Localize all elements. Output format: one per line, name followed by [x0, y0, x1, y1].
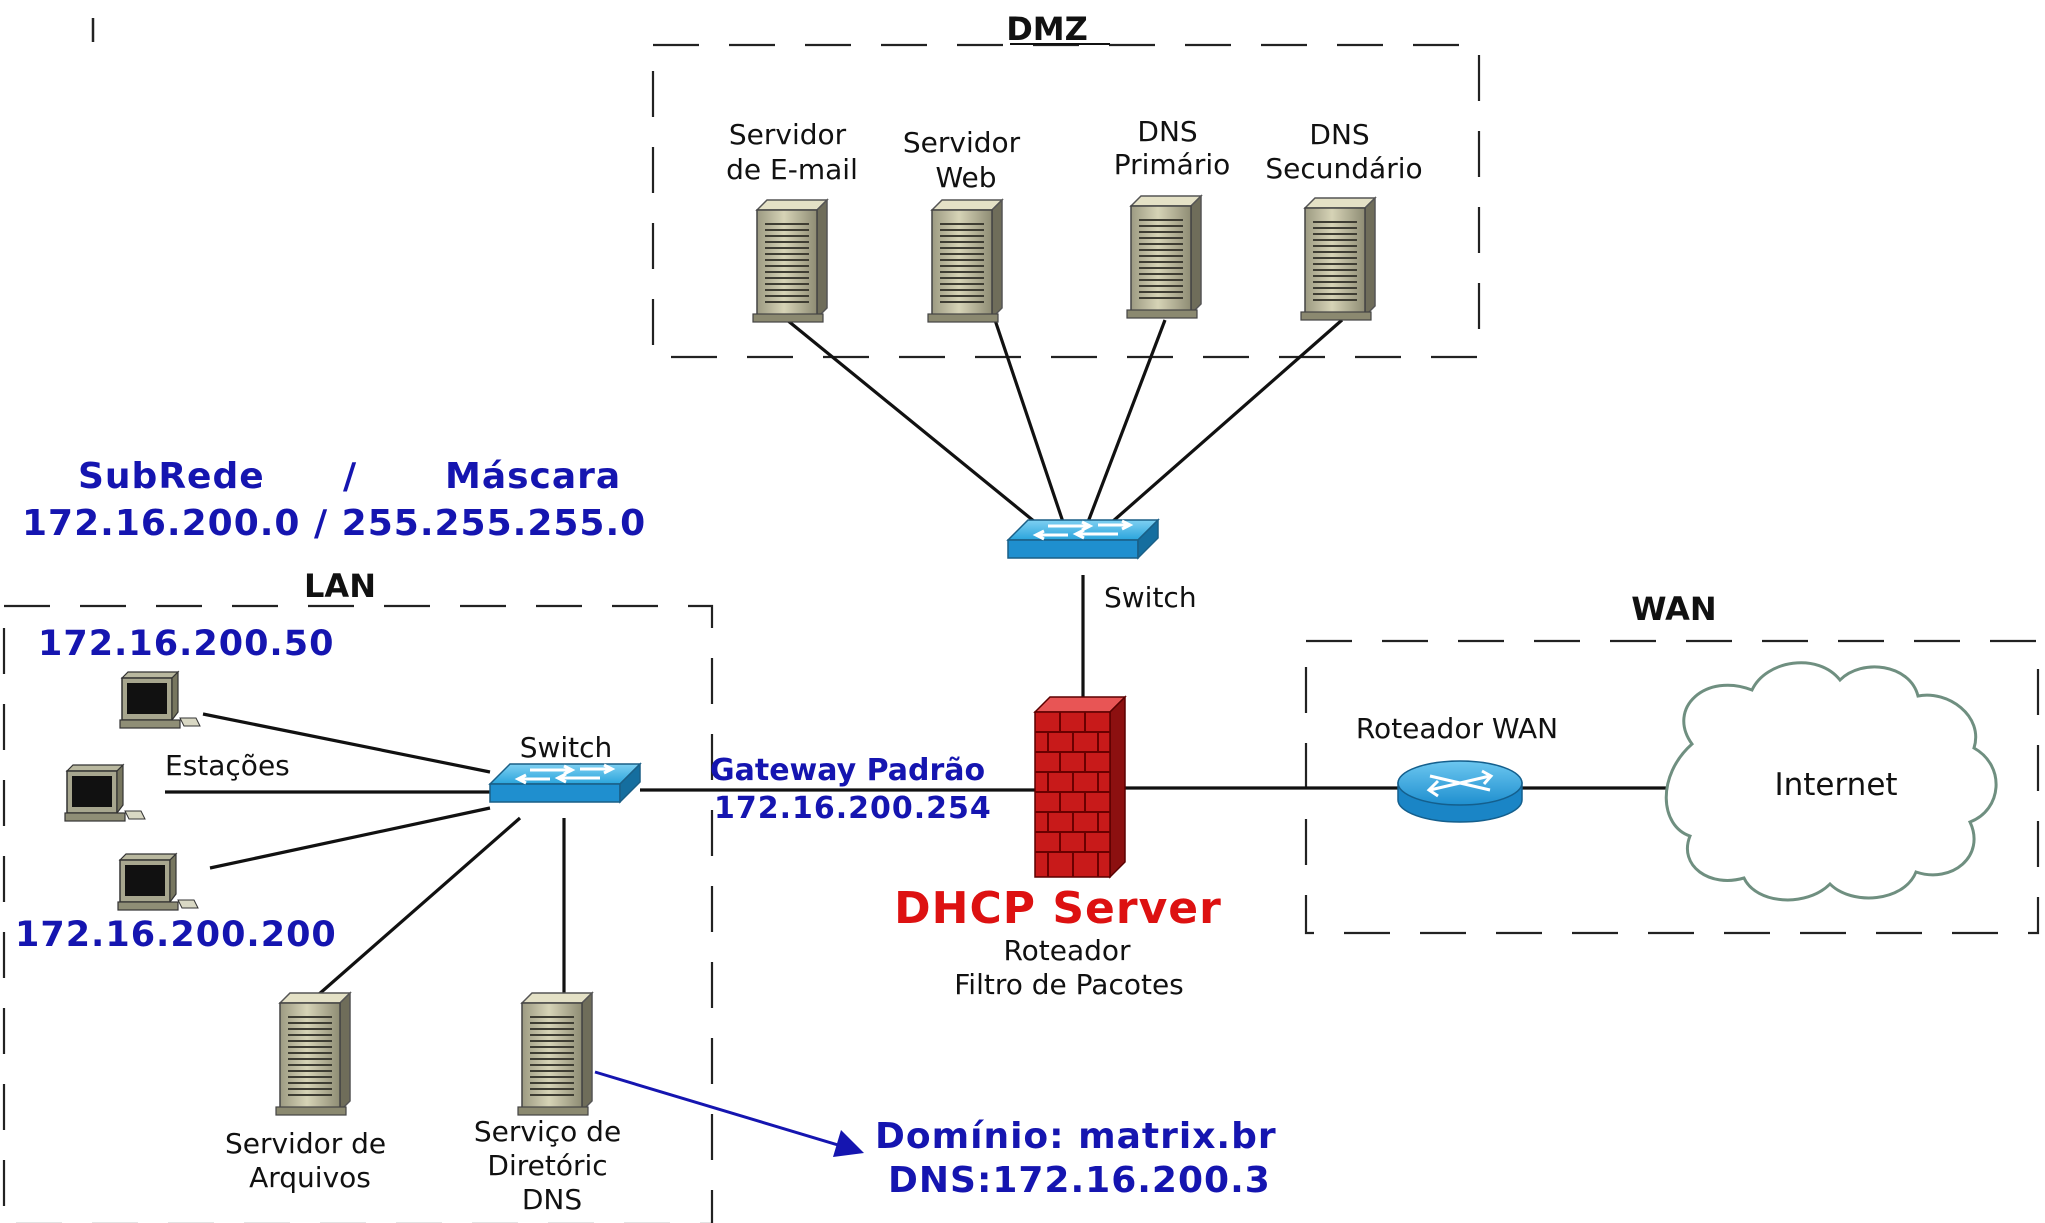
web-server-label: Servidor Web — [903, 126, 1029, 194]
subnet-mask-value: 172.16.200.0 / 255.255.255.0 — [22, 503, 646, 544]
dmz-switch-label: Switch — [1104, 581, 1197, 614]
workstation-1-icon — [119, 671, 201, 729]
lan-switch-icon — [488, 762, 642, 804]
wan-zone-label: WAN — [1631, 590, 1716, 628]
domain-arrowhead-icon — [833, 1130, 864, 1157]
gateway-label: Gateway Padrão — [710, 753, 985, 788]
workstation-3-icon — [117, 853, 199, 911]
firewall-line2: Filtro de Pacotes — [954, 968, 1184, 1001]
wan-router-label: Roteador WAN — [1356, 712, 1558, 745]
lan-ip-first: 172.16.200.50 — [38, 624, 334, 664]
network-links — [165, 318, 1668, 997]
file-server-label: Servidor de Arquivos — [225, 1127, 395, 1194]
web-server-icon — [927, 199, 1003, 323]
directory-service-label: Serviço de Diretóric DNS — [474, 1115, 630, 1216]
stations-label: Estações — [165, 749, 290, 782]
lan-zone-label: LAN — [304, 567, 376, 605]
workstation-2-icon — [64, 764, 146, 822]
directory-service-server-icon — [517, 992, 593, 1116]
firewall-line1: Roteador — [1003, 934, 1131, 967]
email-server-icon — [752, 199, 828, 323]
dmz-zone-label: DMZ — [1006, 10, 1088, 48]
email-server-label: Servidor de E-mail — [726, 118, 858, 186]
dhcp-server-title: DHCP Server — [894, 883, 1222, 934]
domain-note-line1: Domínio: matrix.br — [875, 1116, 1277, 1157]
domain-arrow — [594, 1070, 849, 1150]
dns-secondary-label: DNS Secundário — [1265, 118, 1422, 185]
internet-label: Internet — [1774, 767, 1897, 803]
internet-cloud-icon — [1664, 661, 1998, 902]
dmz-switch-icon — [1006, 518, 1160, 560]
dns-primary-label: DNS Primário — [1114, 115, 1231, 181]
dns-primary-server-icon — [1126, 195, 1202, 319]
firewall-icon — [1033, 695, 1127, 879]
gateway-ip: 172.16.200.254 — [714, 791, 992, 826]
lan-zone-boundary — [2, 604, 714, 1223]
wan-router-icon — [1397, 760, 1523, 823]
domain-note-line2: DNS:172.16.200.3 — [888, 1160, 1271, 1201]
dns-secondary-server-icon — [1300, 197, 1376, 321]
lan-switch-label: Switch — [520, 731, 613, 764]
file-server-icon — [275, 992, 351, 1116]
subnet-mask-title: SubRede / Máscara — [78, 456, 621, 497]
lan-ip-last: 172.16.200.200 — [15, 915, 337, 955]
